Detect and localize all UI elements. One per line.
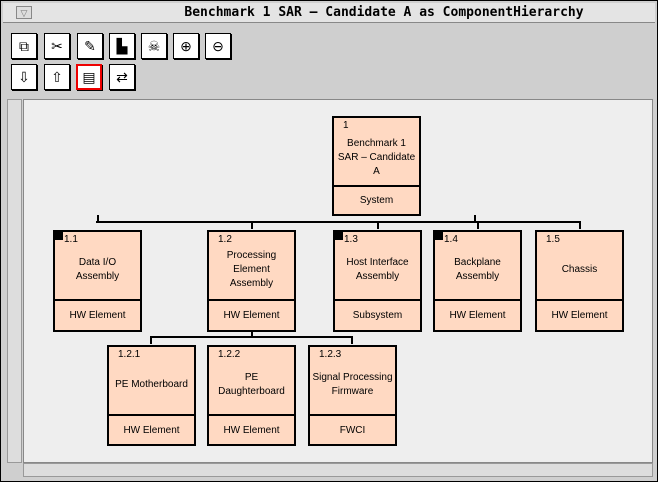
connector (377, 221, 379, 229)
skull-button[interactable]: ☠ (141, 33, 167, 59)
node-type: HW Element (435, 299, 520, 330)
hierarchy-node[interactable]: 1.2.1 PE Motherboard HW Element (107, 345, 196, 446)
node-name: Processing Element Assembly (226, 249, 277, 289)
node-type: HW Element (537, 299, 622, 330)
connector (150, 336, 152, 344)
collapse-icon: ⇧ (51, 68, 63, 85)
swap-button[interactable]: ⇄ (109, 64, 135, 90)
node-type: HW Element (209, 299, 294, 330)
connector (251, 331, 253, 338)
node-name: Data I/O Assembly (75, 256, 120, 282)
copy-icon: ⧉ (19, 37, 29, 54)
table-view-button[interactable]: ▤ (76, 64, 102, 90)
connector (474, 215, 476, 223)
scissors-button[interactable]: ✂ (44, 33, 70, 59)
node-name: PE Daughterboard (218, 371, 285, 397)
node-name: Benchmark 1 SAR – Candidate A (337, 137, 416, 177)
connector (477, 221, 479, 229)
scissors-icon: ✂ (51, 37, 63, 54)
expand-down-icon: ⇩ (18, 68, 30, 85)
node-type: HW Element (109, 414, 194, 444)
connector (351, 336, 353, 344)
expand-down-button[interactable]: ⇩ (11, 64, 37, 90)
node-type: HW Element (55, 299, 140, 330)
collapse-button[interactable]: ⇧ (44, 64, 70, 90)
node-number: 1.1 (64, 234, 78, 245)
layout-icon: ▙ (116, 37, 128, 54)
node-number: 1.2 (218, 234, 232, 245)
hierarchy-node[interactable]: 1.2.2 PE Daughterboard HW Element (207, 345, 296, 446)
skull-icon: ☠ (147, 37, 161, 54)
connector (97, 215, 99, 222)
marker-icon (435, 232, 443, 240)
connector (579, 221, 581, 229)
connector (251, 221, 253, 229)
node-number: 1.5 (546, 234, 560, 245)
zoom-out-icon: ⊖ (212, 37, 224, 54)
node-number: 1.2.3 (319, 349, 342, 360)
node-number: 1.2.1 (118, 349, 141, 360)
node-name: Signal Processing Firmware (312, 371, 393, 397)
vertical-scrollbar[interactable] (7, 99, 22, 463)
table-view-icon: ▤ (82, 68, 96, 85)
window-title: Benchmark 1 SAR – Candidate A as Compone… (184, 5, 584, 20)
node-name: Host Interface Assembly (346, 256, 409, 282)
node-number: 1.2.2 (218, 349, 241, 360)
node-type: System (334, 185, 419, 214)
layout-button[interactable]: ▙ (109, 33, 135, 59)
node-type: HW Element (209, 414, 294, 444)
marker-icon (55, 232, 63, 240)
connector (96, 221, 580, 223)
node-number: 1.3 (344, 234, 358, 245)
swap-icon: ⇄ (116, 68, 128, 85)
copy-button[interactable]: ⧉ (11, 33, 37, 59)
horizontal-scrollbar[interactable] (23, 463, 653, 477)
node-name: PE Motherboard (115, 378, 188, 390)
node-number: 1 (343, 120, 349, 131)
node-name: Backplane Assembly (454, 256, 501, 282)
zoom-in-icon: ⊕ (180, 37, 192, 54)
glue-icon: ✎ (84, 37, 96, 54)
node-name: Chassis (561, 263, 598, 275)
glue-button[interactable]: ✎ (77, 33, 103, 59)
node-number: 1.4 (444, 234, 458, 245)
node-type: FWCI (310, 414, 395, 444)
zoom-out-button[interactable]: ⊖ (205, 33, 231, 59)
window-menu-button[interactable]: ▽ (16, 6, 32, 19)
node-type: Subsystem (335, 299, 420, 330)
connector (150, 336, 353, 338)
zoom-in-button[interactable]: ⊕ (173, 33, 199, 59)
marker-icon (335, 232, 343, 240)
title-bar: ▽ Benchmark 1 SAR – Candidate A as Compo… (3, 3, 655, 23)
